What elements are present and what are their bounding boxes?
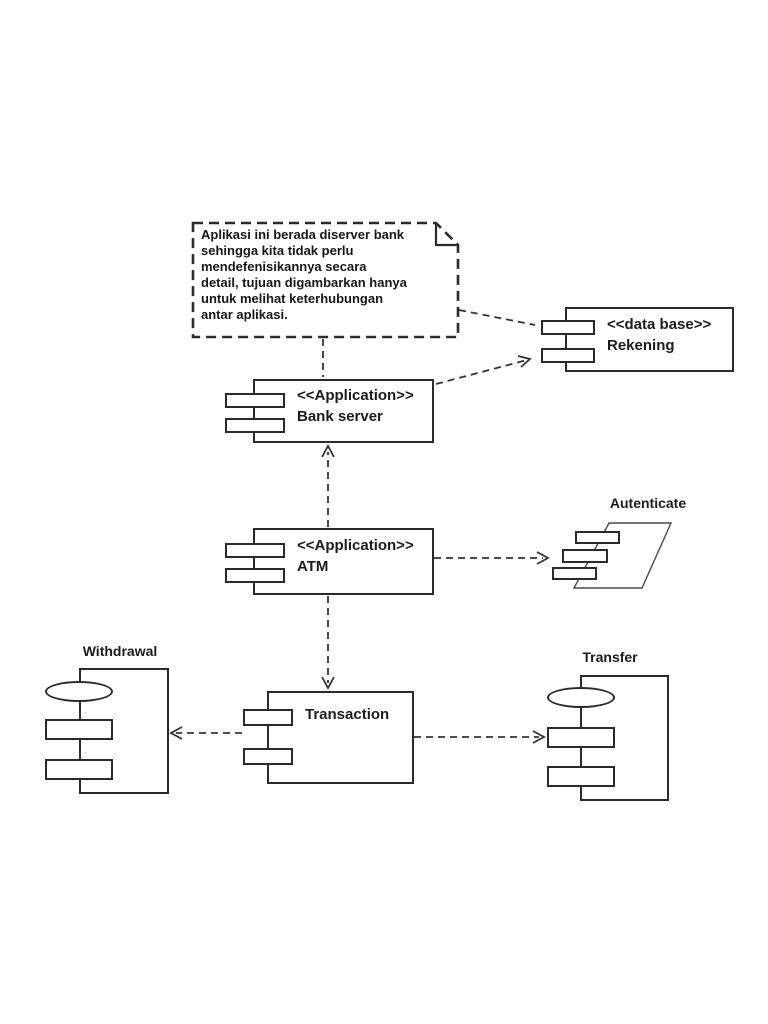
atm-stereotype: <<Application>>	[297, 537, 414, 554]
component-transaction: Transaction	[243, 691, 414, 784]
port-icon	[225, 568, 285, 583]
bank-server-stereotype: <<Application>>	[297, 387, 414, 404]
port-icon	[225, 418, 285, 433]
port-icon	[45, 719, 113, 740]
rekening-stereotype: <<data base>>	[607, 316, 712, 333]
withdrawal-label: Withdrawal	[82, 643, 158, 659]
dependency-atm-transaction	[321, 596, 335, 690]
note-anchor-rekening	[458, 309, 536, 326]
port-icon	[541, 320, 595, 335]
note-text: Aplikasi ini berada diserver bank sehing…	[201, 227, 407, 322]
bank-server-name: Bank server	[297, 408, 383, 425]
dependency-bank-server-rekening	[435, 355, 532, 385]
dependency-atm-bank-server	[321, 444, 335, 527]
ellipse-icon	[45, 681, 113, 702]
component-atm: <<Application>> ATM	[225, 528, 434, 595]
atm-name: ATM	[297, 558, 329, 575]
port-icon	[243, 709, 293, 726]
component-rekening: <<data base>> Rekening	[541, 307, 734, 372]
port-icon	[547, 727, 615, 748]
dependency-transaction-transfer	[414, 730, 546, 744]
rekening-name: Rekening	[607, 337, 675, 354]
port-icon	[552, 567, 597, 580]
transaction-name: Transaction	[305, 706, 390, 723]
autenticate-label: Autenticate	[609, 495, 687, 511]
port-icon	[225, 393, 285, 408]
port-icon	[243, 748, 293, 765]
port-icon	[225, 543, 285, 558]
port-icon	[541, 348, 595, 363]
port-icon	[562, 549, 608, 563]
port-icon	[575, 531, 620, 544]
port-icon	[45, 759, 113, 780]
dependency-transaction-withdrawal	[169, 726, 242, 740]
port-icon	[547, 766, 615, 787]
transfer-label: Transfer	[582, 649, 638, 665]
dependency-atm-autenticate	[434, 551, 550, 565]
component-bank-server: <<Application>> Bank server	[225, 379, 434, 443]
ellipse-icon	[547, 687, 615, 708]
